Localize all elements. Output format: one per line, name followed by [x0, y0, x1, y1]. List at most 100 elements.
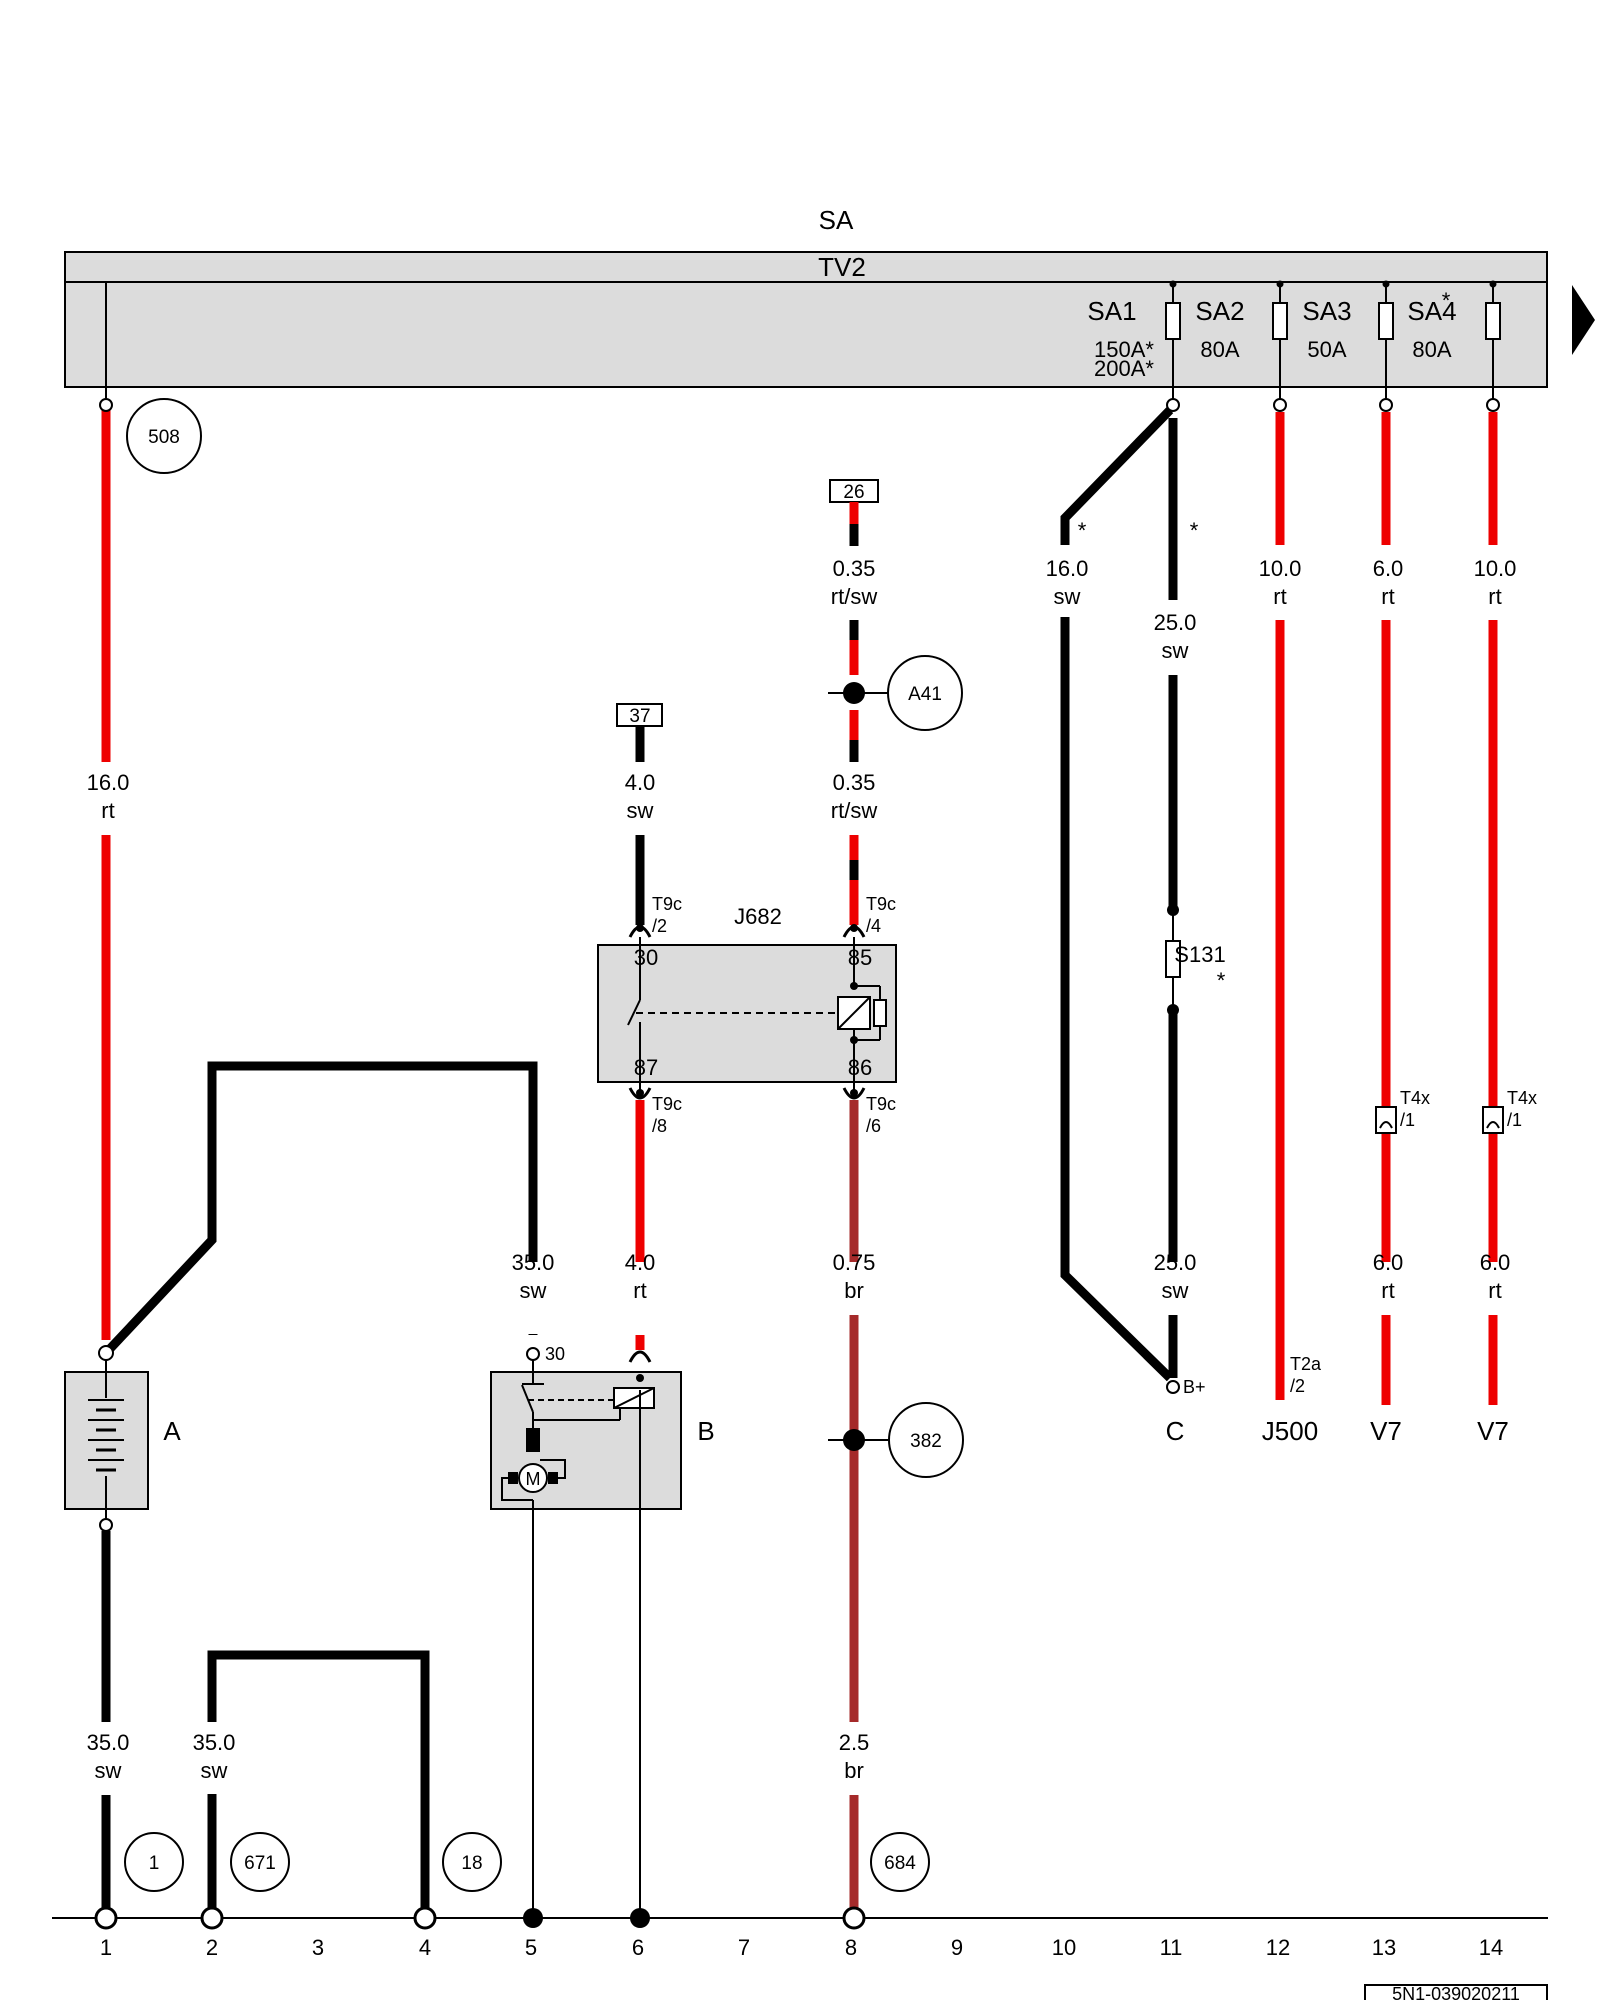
- relay-conn-4a: T9c: [866, 1094, 896, 1114]
- wire-col14-top-color: rt: [1488, 584, 1501, 609]
- relay-conn-2a: T9c: [866, 894, 896, 914]
- fuse-sa1-rating-alt: 200A*: [1094, 356, 1154, 381]
- fuse-sa2: SA2 80A: [1195, 280, 1288, 404]
- relay-name: J682: [734, 904, 782, 929]
- wire-col8-mid-color: br: [844, 1278, 864, 1303]
- wire-col5-gauge: 35.0: [512, 1250, 555, 1275]
- ref-circle-508: 508: [126, 398, 202, 474]
- svg-text:684: 684: [884, 1853, 916, 1874]
- column-number: 1: [100, 1935, 112, 1960]
- wire-col6-top-color: sw: [627, 798, 654, 823]
- relay-pin-85: 85: [848, 945, 872, 970]
- starter-pin-30: 30: [545, 1344, 565, 1364]
- conn-t4x-14-a: T4x: [1507, 1088, 1537, 1108]
- svg-text:18: 18: [461, 1853, 482, 1874]
- ref-circle-382: 382: [880, 1402, 964, 1478]
- wire-col8-bottom-gauge: 2.5: [839, 1730, 870, 1755]
- column-number: 4: [419, 1935, 431, 1960]
- battery-starter-cable: [102, 1061, 538, 1357]
- column-number: 5: [525, 1935, 537, 1960]
- wire-col10-star: *: [1078, 518, 1087, 543]
- wire-col8-top-color: rt/sw: [831, 584, 878, 609]
- wire-col8-bottom-color: br: [844, 1758, 864, 1783]
- ref-circle-1: 1: [124, 1832, 184, 1892]
- wire-col11: 25.0 sw * 25.0 sw: [1154, 418, 1199, 1378]
- tv2-label: TV2: [818, 252, 866, 282]
- wire-col8-upper: 0.35 rt/sw: [831, 770, 877, 925]
- wire-col8-top-gauge: 0.35: [833, 556, 876, 581]
- fuse-sa4: SA4 * 80A: [1407, 280, 1501, 404]
- wire-col13-bottom-color: rt: [1381, 1278, 1394, 1303]
- relay-conn-3b: /8: [652, 1116, 667, 1136]
- relay-pin-86: 86: [848, 1055, 872, 1080]
- relay-j682: J682 T9c /2 T9c /4 30 85 87 86 T9c /8: [597, 894, 897, 1136]
- motor-icon: M: [526, 1469, 541, 1489]
- wire-col1-top-gauge: 16.0: [87, 770, 130, 795]
- wire-col11-bottom-gauge: 25.0: [1154, 1250, 1197, 1275]
- svg-text:508: 508: [148, 427, 180, 448]
- wire-col12: 10.0 rt: [1259, 412, 1302, 1400]
- battery-a: A: [64, 1360, 181, 1520]
- fuse-sa1-name: SA1: [1087, 296, 1136, 326]
- fuse-sa1-rating: 150A*: [1094, 337, 1154, 362]
- ref-box-26: 26: [829, 479, 879, 503]
- wire-col6-bottom: 4.0 rt: [625, 1100, 656, 1350]
- fuse-s131-star: *: [1217, 968, 1226, 993]
- sa-title: SA: [819, 205, 854, 235]
- wire-col13: 6.0 rt 6.0 rt: [1373, 412, 1404, 1405]
- wire-col12-gauge: 10.0: [1259, 556, 1302, 581]
- wire-col8-top: 0.35 rt/sw: [828, 502, 880, 762]
- column-number: 11: [1160, 1935, 1183, 1960]
- column-number: 9: [951, 1935, 963, 1960]
- wire-col1-top-color: rt: [101, 798, 114, 823]
- relay-conn-1a: T9c: [652, 894, 682, 914]
- v7-label-col14: V7: [1477, 1416, 1509, 1446]
- fuse-sa4-star: *: [1442, 288, 1451, 313]
- wire-col13-top-gauge: 6.0: [1373, 556, 1404, 581]
- svg-text:37: 37: [629, 706, 650, 727]
- conn-t2a-a: T2a: [1290, 1354, 1322, 1374]
- svg-text:382: 382: [910, 1431, 942, 1452]
- fuse-sa3-name: SA3: [1302, 296, 1351, 326]
- svg-text:1: 1: [149, 1853, 160, 1874]
- wire-col14-top-gauge: 10.0: [1474, 556, 1517, 581]
- alternator-pin-bplus: B+: [1183, 1377, 1206, 1397]
- wire-col1-bottom-color: sw: [95, 1758, 122, 1783]
- column-number: 3: [312, 1935, 324, 1960]
- fuse-sa1: SA1 150A* 200A*: [1087, 280, 1181, 404]
- wire-col1-bottom: 35.0 sw: [87, 1531, 129, 1910]
- conn-t2a-b: /2: [1290, 1376, 1305, 1396]
- wire-col8-upper-gauge: 0.35: [833, 770, 876, 795]
- wire-col13-top-color: rt: [1381, 584, 1394, 609]
- wire-col14-bottom-gauge: 6.0: [1480, 1250, 1511, 1275]
- wire-col5: 35.0 sw: [495, 1250, 571, 1334]
- j500-label: J500: [1262, 1416, 1318, 1446]
- conn-t4x-14-b: /1: [1507, 1110, 1522, 1130]
- svg-text:671: 671: [244, 1853, 276, 1874]
- column-number: 6: [632, 1935, 644, 1960]
- starter-label: B: [697, 1416, 714, 1446]
- wire-col6-bottom-gauge: 4.0: [625, 1250, 656, 1275]
- document-id-text: 5N1-039020211: [1392, 1984, 1520, 2000]
- fuse-panel: [64, 251, 1548, 388]
- v7-label-col13: V7: [1370, 1416, 1402, 1446]
- wire-col6-bottom-color: rt: [633, 1278, 646, 1303]
- column-number: 7: [738, 1935, 750, 1960]
- svg-text:26: 26: [843, 482, 864, 503]
- relay-conn-2b: /4: [866, 916, 881, 936]
- wire-col2-bottom-color: sw: [201, 1758, 228, 1783]
- ref-circle-18: 18: [442, 1832, 502, 1892]
- ref-circle-684: 684: [870, 1832, 930, 1892]
- column-numbers: 1 2 3 4 5 6 7 8 9 10 11 12 13 14: [100, 1935, 1503, 1960]
- alternator-label: C: [1166, 1416, 1185, 1446]
- ref-circle-a41: A41: [880, 655, 963, 731]
- wire-col8-mid-gauge: 0.75: [833, 1250, 876, 1275]
- fuse-sa3-rating: 50A: [1307, 337, 1346, 362]
- column-number: 13: [1372, 1935, 1396, 1960]
- conn-t4x-13-a: T4x: [1400, 1088, 1430, 1108]
- wire-col2-bottom-gauge: 35.0: [193, 1730, 236, 1755]
- wire-col11-bottom-color: sw: [1162, 1278, 1189, 1303]
- wire-col10: [1060, 406, 1174, 1382]
- battery-label: A: [163, 1416, 181, 1446]
- ref-box-37: 37: [616, 703, 663, 727]
